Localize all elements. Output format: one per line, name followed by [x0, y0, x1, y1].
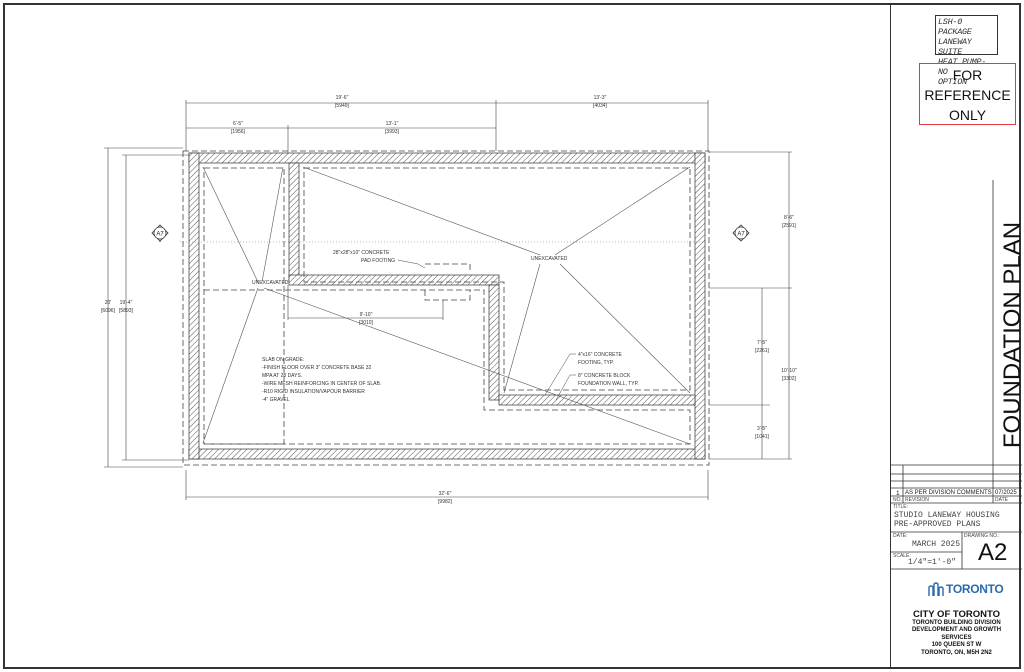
- leader-lines: [397, 259, 576, 401]
- title-line-2: PRE-APPROVED PLANS: [894, 520, 981, 529]
- section-marker-left[interactable]: A7: [151, 224, 169, 242]
- date-label: DATE:: [893, 533, 908, 539]
- package-note-line: LSH-0 PACKAGE: [938, 17, 972, 37]
- issuer-block: CITY OF TORONTO TORONTO BUILDING DIVISIO…: [891, 609, 1022, 657]
- dim-bottom-overall-metric: [9982]: [438, 499, 453, 505]
- dim-left-inner-metric: [5893]: [119, 308, 134, 314]
- package-note-line: HEAT PUMP- NO: [938, 57, 987, 77]
- header-revision: REVISION: [905, 497, 929, 503]
- city-hall-icon: [928, 582, 944, 596]
- toronto-logo: TORONTO: [928, 582, 1004, 596]
- header-date: DATE: [995, 497, 1008, 503]
- label-unexcavated-left: UNEXCAVATED: [252, 280, 289, 286]
- footing-note-line-2: FOOTING, TYP.: [578, 360, 614, 366]
- issuer-line: 100 QUEEN ST W: [931, 642, 982, 649]
- dim-top-sub-left-metric: [1956]: [231, 129, 246, 135]
- title-block-divider: [890, 3, 891, 669]
- package-note-line: LANEWAY SUITE: [938, 37, 972, 57]
- svg-text:A7: A7: [737, 232, 745, 238]
- drawing-number: A2: [978, 539, 1008, 566]
- dim-top-overall-right: 13'-3": [594, 95, 607, 101]
- dim-top-overall-right-metric: [4034]: [593, 103, 608, 109]
- inner-footing-dashed: [203, 167, 691, 445]
- revision-no: 1: [896, 490, 900, 497]
- dim-right-top-metric: [2591]: [782, 223, 797, 229]
- issuer-name: CITY OF TORONTO: [912, 609, 1001, 620]
- pad-footing-line-1: 28"x28"x10" CONCRETE: [333, 250, 390, 256]
- issuer-line: TORONTO BUILDING DIVISION: [912, 620, 1001, 626]
- wall-note-line-2: FOUNDATION WALL, TYP.: [578, 381, 639, 387]
- dim-right-bottom-metric: [1041]: [755, 434, 770, 440]
- slab-note-2: MPA AT 28 DAYS.: [262, 373, 302, 379]
- logo-text: TORONTO: [946, 582, 1004, 596]
- title-line-1: STUDIO LANEWAY HOUSING: [894, 511, 1000, 520]
- dim-top-sub-left: 6'-5": [233, 121, 243, 127]
- dim-bottom-overall: 32'-6": [439, 491, 452, 497]
- dim-right-overall-metric: [3302]: [782, 376, 797, 382]
- stamp-line: ONLY: [948, 107, 987, 123]
- footing-note-line-1: 4"x16" CONCRETE: [578, 352, 623, 358]
- dimension-lines: [104, 100, 792, 500]
- dim-inner-horizontal: 9'-10": [360, 312, 373, 318]
- outer-footing-dashed: [182, 150, 710, 466]
- dim-right-bottom: 3'-5": [757, 426, 767, 432]
- dim-top-sub-mid: 13'-1": [386, 121, 399, 127]
- stamp-line: REFERENCE: [924, 87, 1011, 103]
- revision-date: 07/2025: [995, 490, 1017, 496]
- dim-right-overall: 10'-10": [781, 368, 797, 374]
- slab-note-5: -4" GRAVEL: [262, 397, 290, 403]
- title-label: TITLE:: [893, 504, 909, 510]
- stamp-line: FOR: [952, 67, 983, 83]
- drawing-no-label: DRAWING NO.:: [964, 533, 1000, 539]
- date-value: MARCH 2025: [912, 540, 961, 549]
- drawing-sheet-border: [3, 3, 1021, 669]
- wall-note-line-1: 8" CONCRETE BLOCK: [578, 373, 631, 379]
- label-unexcavated-right: UNEXCAVATED: [531, 256, 568, 262]
- dim-right-mid-metric: [2261]: [755, 348, 770, 354]
- package-note-line: OPTION: [938, 77, 967, 87]
- dim-right-top: 8'-6": [784, 215, 794, 221]
- svg-text:A7: A7: [156, 232, 164, 238]
- header-no: NO.: [893, 497, 902, 503]
- slab-note-1: -FINISH FLOOR OVER 3" CONCRETE BASE 32: [262, 365, 372, 371]
- dim-inner-horizontal-metric: [3010]: [359, 320, 374, 326]
- dim-left-inner: 19'-4": [120, 300, 133, 306]
- foundation-plan-drawing: 19'-6" [5949] 13'-3" [4034] 6'-5" [1956]…: [101, 95, 797, 505]
- slab-note-4: -R10 RIGID INSULATION/VAPOUR BARRIER: [262, 389, 365, 395]
- pad-footing-line-2: PAD FOOTING: [361, 258, 395, 264]
- dim-left-outer: 20': [105, 300, 112, 306]
- scale-label: SCALE:: [893, 553, 911, 559]
- dim-right-mid: 7'-5": [757, 340, 767, 346]
- section-marker-right[interactable]: A7: [732, 224, 750, 242]
- issuer-line: DEVELOPMENT AND GROWTH: [911, 627, 1002, 634]
- slab-note-0: SLAB ON GRADE:: [262, 357, 304, 363]
- foundation-walls: [188, 152, 706, 460]
- revision-description: AS PER DIVISION COMMENTS: [905, 490, 992, 496]
- issuer-line: SERVICES: [941, 634, 972, 641]
- for-reference-only-stamp: FOR REFERENCE ONLY: [919, 63, 1016, 125]
- scale-value: 1/4"=1'-0": [908, 558, 957, 567]
- dim-top-overall-left-metric: [5949]: [335, 103, 350, 109]
- package-note: LSH-0 PACKAGE LANEWAY SUITE HEAT PUMP- N…: [935, 15, 998, 87]
- unexcavated-diagonals: [202, 166, 691, 445]
- issuer-line: TORONTO, ON, M5H 2N2: [921, 649, 992, 656]
- dim-top-sub-mid-metric: [3993]: [385, 129, 400, 135]
- slab-note-3: -WIRE MESH REINFORCING IN CENTER OF SLAB…: [262, 381, 381, 387]
- dim-top-overall-left: 19'-6": [336, 95, 349, 101]
- dim-left-outer-metric: [6096]: [101, 308, 116, 314]
